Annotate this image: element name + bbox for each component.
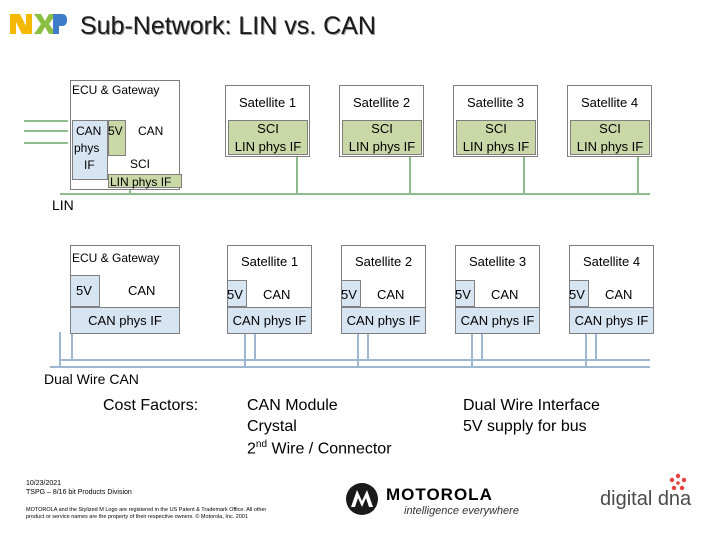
lin-satellite-3-sci-box [456,120,536,155]
can-satellite-2-5v: 5V [341,287,357,302]
footer-date: 10/23/2021 [26,480,62,487]
lin-satellite-3-box [453,85,538,157]
cost-item-second-wire-sup: nd [255,439,268,450]
lin-satellite-2-box [339,85,424,157]
footer-division: TSPG – 8/16 bit Products Division [26,489,132,496]
can-satellite-3-phys: CAN phys IF [460,313,535,328]
can-satellite-1-5v: 5V [227,287,243,302]
can-satellite-2-phys-box [341,307,426,334]
can-satellite-2-name: Satellite 2 [354,254,413,269]
lin-satellite-1-phys: LIN phys IF [234,139,302,154]
lin-satellite-1-box [225,85,310,157]
can-satellite-4-5v-box [569,280,589,307]
lin-satellite-3-sci: SCI [485,121,507,136]
cost-item-second-wire: 2nd Wire / Connector [247,439,392,458]
lin-gateway-5v: 5V [108,124,123,138]
cost-item-can-module: CAN Module [247,397,338,414]
cost-item-second-wire-text: Wire / Connector [267,440,392,458]
lin-gateway-can-phys-line1: CAN [76,124,102,138]
can-gateway-phys-box [70,307,180,334]
lin-satellite-1-sci-box [228,120,308,155]
can-satellite-1-phys: CAN phys IF [232,313,307,328]
motorola-logo-icon [345,482,379,516]
can-gateway-phys: CAN phys IF [88,313,162,328]
lin-satellite-1-name: Satellite 1 [238,95,297,110]
lin-gateway-sci: SCI [130,157,151,171]
can-satellite-3-can: CAN [491,287,519,302]
can-satellite-2-can: CAN [377,287,405,302]
lin-bus-label: LIN [52,197,74,213]
lin-gateway-can-phys-line3: IF [84,158,95,172]
can-satellite-1-5v-box [227,280,247,307]
can-satellite-2-phys: CAN phys IF [346,313,421,328]
can-gateway-can: CAN [128,283,156,298]
can-satellite-4-can: CAN [605,287,633,302]
lin-satellite-3-name: Satellite 3 [466,95,525,110]
lin-gateway-can: CAN [138,124,164,138]
can-satellite-1-name: Satellite 1 [240,254,299,269]
page-title: Sub-Network: LIN vs. CAN [80,12,376,40]
lin-gateway-5v-box [108,120,126,156]
cost-item-5v-supply: 5V supply for bus [463,418,587,435]
can-gateway-5v-box [70,275,100,307]
can-satellite-3-phys-box [455,307,540,334]
motorola-tagline: intelligence everywhere [404,505,519,517]
lin-satellite-2-sci: SCI [371,121,393,136]
lin-gateway-can-phys-box [72,120,108,180]
can-satellite-1-can: CAN [263,287,291,302]
footer-disclaimer: MOTOROLA and the Stylized M Logo are reg… [26,507,267,520]
cost-item-crystal: Crystal [247,418,297,435]
can-satellite-3-5v-box [455,280,475,307]
can-satellite-4-phys-box [569,307,654,334]
can-satellite-1-phys-box [227,307,312,334]
lin-gateway-title: ECU & Gateway [72,83,160,97]
can-satellite-3-name: Satellite 3 [468,254,527,269]
motorola-wordmark: MOTOROLA [386,485,493,504]
lin-gateway-phys: LIN phys IF [110,175,172,189]
lin-satellite-4-sci-box [570,120,650,155]
can-gateway-5v: 5V [76,283,92,298]
lin-satellite-4-sci: SCI [599,121,621,136]
nxp-logo [8,8,68,38]
can-satellite-2-5v-box [341,280,361,307]
dna-star-icon [668,473,688,493]
can-gateway-title: ECU & Gateway [72,251,160,265]
lin-satellite-1-sci: SCI [257,121,279,136]
lin-satellite-3-phys: LIN phys IF [462,139,530,154]
lin-gateway-phys-box [108,174,182,188]
cost-factors-label: Cost Factors: [103,397,199,414]
can-bus-label: Dual Wire CAN [44,371,139,387]
lin-satellite-4-box [567,85,652,157]
lin-satellite-2-phys: LIN phys IF [348,139,416,154]
cost-item-dual-wire: Dual Wire Interface [463,397,600,414]
can-satellite-3-5v: 5V [455,287,471,302]
can-satellite-4-5v: 5V [569,287,585,302]
lin-satellite-2-name: Satellite 2 [352,95,411,110]
lin-satellite-4-phys: LIN phys IF [576,139,644,154]
cost-item-second-wire-num: 2 [247,440,256,458]
lin-satellite-4-name: Satellite 4 [580,95,639,110]
lin-gateway-can-phys-line2: phys [74,141,100,155]
can-satellite-4-phys: CAN phys IF [574,313,649,328]
lin-satellite-2-sci-box [342,120,422,155]
digital-dna-logo: digital dna [600,488,692,510]
can-satellite-4-name: Satellite 4 [582,254,641,269]
